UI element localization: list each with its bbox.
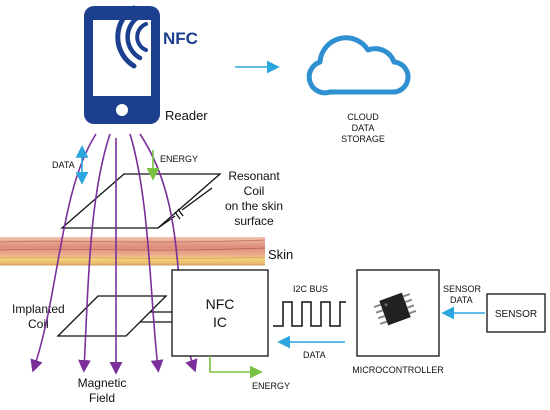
- nfc-ic-line1: NFC: [206, 296, 235, 312]
- chip-icon: [373, 292, 417, 326]
- sensor-box: [486, 293, 546, 333]
- resonant-coil-line1: Resonant: [228, 169, 280, 183]
- implanted-coil-line2: Coil: [28, 317, 49, 331]
- microcontroller-label: MICROCONTROLLER: [352, 365, 444, 375]
- energy-label-top: ENERGY: [160, 154, 198, 164]
- skin-layer: [0, 237, 266, 266]
- skin-label: Skin: [268, 247, 293, 262]
- sensor-label: SENSOR: [495, 309, 537, 320]
- nfc-ic-box: [171, 269, 269, 357]
- resonant-coil-line4: surface: [234, 214, 274, 228]
- magnetic-field-line1: Magnetic: [78, 376, 127, 390]
- cloud-icon: [306, 35, 411, 96]
- cloud-label-line3: STORAGE: [341, 134, 385, 144]
- cloud-label-line1: CLOUD: [347, 112, 379, 122]
- cloud-label-line2: DATA: [352, 123, 375, 133]
- magnetic-field-line2: Field: [89, 391, 115, 405]
- nfc-badge: NFC: [163, 29, 198, 48]
- data-label-top: DATA: [52, 160, 75, 170]
- reader-label: Reader: [165, 108, 208, 123]
- resonant-coil-line3: on the skin: [225, 199, 283, 213]
- i2c-bus-label: I2C BUS: [293, 284, 328, 294]
- sensor-data-line2: DATA: [450, 295, 473, 305]
- implanted-coil-line1: Implanted: [12, 302, 65, 316]
- energy-label-bottom: ENERGY: [252, 381, 290, 391]
- i2c-waveform: [273, 301, 346, 327]
- nfc-waves-icon: [115, 5, 148, 69]
- sensor-data-line1: SENSOR: [443, 284, 482, 294]
- energy-arrow-bottom: [209, 356, 263, 379]
- data-label-bottom: DATA: [303, 350, 326, 360]
- resonant-coil-line2: Coil: [244, 184, 265, 198]
- nfc-ic-line2: IC: [213, 314, 227, 330]
